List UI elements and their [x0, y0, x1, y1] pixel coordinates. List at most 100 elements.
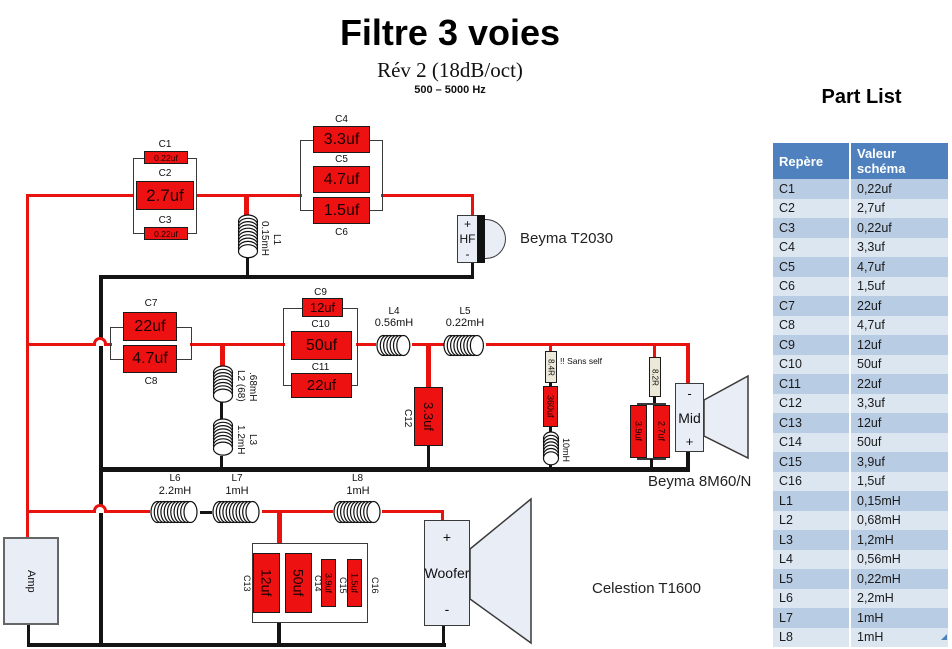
cell-ref[interactable]: C10: [773, 354, 851, 374]
cell-value[interactable]: 50uf: [850, 432, 950, 452]
capacitor-c2[interactable]: 2.7uf: [136, 181, 194, 210]
cell-value[interactable]: 2,2mH: [850, 588, 950, 608]
cell-ref[interactable]: C6: [773, 276, 851, 296]
resistor-8-2r[interactable]: 8.2R: [649, 357, 661, 397]
cell-value[interactable]: 0,22uf: [850, 218, 950, 238]
cell-ref[interactable]: L2: [773, 510, 851, 530]
cell-value[interactable]: 3,3uf: [850, 393, 950, 413]
cell-value[interactable]: 0,22mH: [850, 569, 950, 589]
cell-value[interactable]: 1mH: [850, 608, 950, 628]
cell-value[interactable]: 12uf: [850, 335, 950, 355]
capacitor-c1[interactable]: 0.22uf: [144, 151, 188, 164]
inductor-l6[interactable]: [150, 500, 200, 524]
cell-value[interactable]: 3,3uf: [850, 237, 950, 257]
table-resize-handle[interactable]: [941, 634, 947, 640]
capacitor-c16[interactable]: 1.5uf: [347, 559, 362, 607]
cell-ref[interactable]: L8: [773, 627, 851, 647]
capacitor-mid-2-7uf[interactable]: 2.7uf: [653, 405, 670, 458]
cell-value[interactable]: 2,7uf: [850, 198, 950, 218]
cell-value[interactable]: 0,56mH: [850, 549, 950, 569]
cell-ref[interactable]: C2: [773, 198, 851, 218]
cell-ref[interactable]: C5: [773, 257, 851, 277]
cell-ref[interactable]: L1: [773, 491, 851, 511]
capacitor-mid-3-9uf[interactable]: 3.9uf: [630, 405, 647, 458]
capacitor-c3[interactable]: 0.22uf: [144, 227, 188, 240]
cell-ref[interactable]: C16: [773, 471, 851, 491]
capacitor-c5[interactable]: 4.7uf: [313, 166, 370, 193]
woofer-driver[interactable]: + Woofer -: [424, 520, 470, 626]
mid-driver[interactable]: - Mid +: [675, 383, 704, 452]
cell-ref[interactable]: C1: [773, 179, 851, 199]
resistor-8-4r[interactable]: 8.4R: [545, 351, 557, 383]
capacitor-c15[interactable]: 3.9uf: [321, 559, 336, 607]
capacitor-360uf[interactable]: 360uf: [543, 386, 558, 427]
capacitor-c8[interactable]: 4.7uf: [123, 345, 177, 373]
cell-value[interactable]: 1,2mH: [850, 530, 950, 550]
cell-value[interactable]: 4,7uf: [850, 257, 950, 277]
cell-ref[interactable]: L6: [773, 588, 851, 608]
inductor-l4[interactable]: [376, 334, 413, 357]
cell-ref[interactable]: C11: [773, 374, 851, 394]
capacitor-c12[interactable]: 3.3uf: [414, 387, 443, 446]
inductor-l1[interactable]: [237, 214, 259, 259]
capacitor-c6[interactable]: 1.5uf: [313, 197, 370, 224]
inductor-l5[interactable]: [443, 334, 487, 357]
cell-value[interactable]: 1,5uf: [850, 471, 950, 491]
capacitor-c14[interactable]: 50uf: [285, 553, 312, 613]
cell-ref[interactable]: L7: [773, 608, 851, 628]
cell-ref[interactable]: C15: [773, 452, 851, 472]
cell-ref[interactable]: C8: [773, 315, 851, 335]
cell-value[interactable]: 22uf: [850, 374, 950, 394]
cell-value[interactable]: 0,68mH: [850, 510, 950, 530]
capacitor-c10[interactable]: 50uf: [291, 331, 352, 360]
inductor-l2[interactable]: [212, 365, 234, 404]
amp-box[interactable]: Amp: [3, 537, 59, 625]
cell-value[interactable]: 1,5uf: [850, 276, 950, 296]
cell-ref[interactable]: L5: [773, 569, 851, 589]
capacitor-c11[interactable]: 22uf: [291, 373, 352, 398]
cell-value[interactable]: 22uf: [850, 296, 950, 316]
capacitor-c4[interactable]: 3.3uf: [313, 126, 370, 153]
cell-value[interactable]: 12uf: [850, 413, 950, 433]
cell-ref[interactable]: C4: [773, 237, 851, 257]
cell-value[interactable]: 4,7uf: [850, 315, 950, 335]
capacitor-c7[interactable]: 22uf: [123, 312, 177, 341]
cell-value[interactable]: 50uf: [850, 354, 950, 374]
cell-value[interactable]: 3,9uf: [850, 452, 950, 472]
capacitor-c9[interactable]: 12uf: [302, 298, 343, 317]
cell-ref[interactable]: L4: [773, 549, 851, 569]
inductor-10mh[interactable]: [542, 431, 560, 466]
hf-driver[interactable]: + HF -: [457, 215, 478, 263]
cell-ref[interactable]: C13: [773, 413, 851, 433]
cell-ref[interactable]: C7: [773, 296, 851, 316]
inductor-l8[interactable]: [333, 500, 382, 524]
cell-ref[interactable]: C14: [773, 432, 851, 452]
inductor-l3[interactable]: [212, 418, 234, 458]
cell-ref[interactable]: C12: [773, 393, 851, 413]
inductor-l7[interactable]: [212, 500, 262, 524]
cell-ref[interactable]: C9: [773, 335, 851, 355]
